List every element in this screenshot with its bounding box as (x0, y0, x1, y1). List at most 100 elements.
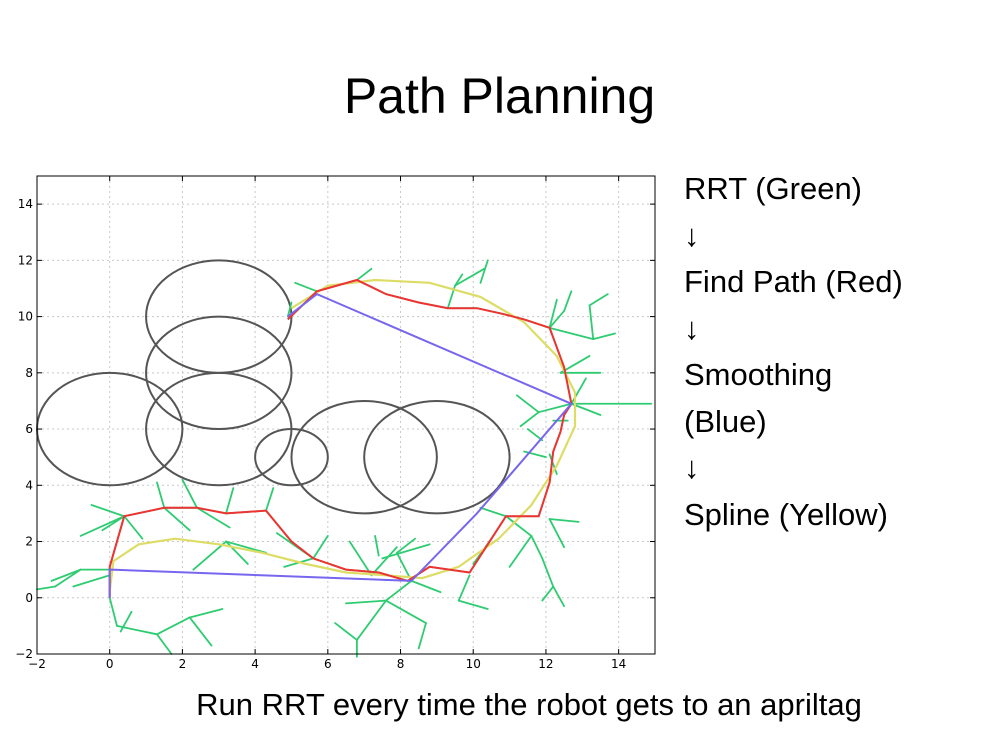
rrt-edge (548, 518, 566, 549)
rrt-edge (592, 332, 616, 340)
rrt-edge (36, 585, 57, 591)
step-spline-label: Spline (Yellow) (684, 496, 888, 532)
rrt-edge (356, 599, 387, 641)
y-tick-label: 4 (25, 478, 33, 492)
rrt-edge (588, 293, 609, 307)
step-find-path-label: Find Path (Red) (684, 264, 903, 299)
rrt-edge (79, 515, 126, 537)
rrt-edge (530, 535, 544, 560)
arrow-down-icon: ↓ (684, 217, 700, 253)
rrt-edge (225, 540, 267, 554)
smoothed-path (108, 292, 574, 598)
x-tick-label: −2 (28, 657, 46, 671)
rrt-edge (196, 506, 231, 529)
rrt-edge (395, 537, 416, 554)
x-tick-label: 6 (324, 657, 332, 671)
rrt-edge (537, 402, 573, 414)
rrt-edge (181, 478, 198, 509)
rrt-edge (548, 518, 580, 523)
obstacles (36, 259, 511, 515)
rrt-edge (519, 411, 540, 428)
y-tick-label: 0 (25, 591, 33, 605)
rrt-edge (294, 281, 318, 293)
rrt-edge (72, 574, 111, 588)
rrt-edge (457, 599, 489, 610)
rrt-edge (54, 568, 82, 588)
rrt-edge (370, 546, 398, 577)
x-tick-label: 2 (179, 657, 187, 671)
y-tick-label: 6 (25, 422, 33, 436)
x-tick-label: 12 (538, 657, 553, 671)
arrow-down-icon: ↓ (684, 310, 700, 346)
rrt-edge (479, 506, 507, 518)
rrt-edge (385, 579, 413, 602)
rrt-edge (548, 453, 558, 475)
rrt-edge (50, 568, 82, 582)
y-tick-label: 8 (25, 366, 33, 380)
rrt-edge (334, 622, 358, 641)
step-rrt-label: RRT (Green) (684, 171, 863, 206)
rrt-edge (588, 304, 595, 340)
rrt-edge (188, 608, 224, 619)
rrt-edge (225, 540, 249, 565)
rrt-edge (192, 540, 227, 571)
rrt-edge (570, 402, 602, 416)
rrt-edge (119, 610, 133, 633)
smoothed-path-line (108, 292, 574, 598)
rrt-edge (541, 585, 555, 602)
rrt-edge (123, 515, 144, 540)
rrt-edge (286, 301, 293, 318)
rrt-edge (108, 596, 118, 627)
rrt-edge (188, 616, 213, 647)
x-tick-label: 10 (466, 657, 481, 671)
rrt-edge (454, 273, 464, 287)
rrt-edge (356, 267, 373, 281)
y-tick-label: 12 (18, 253, 33, 267)
slide-caption: Run RRT every time the robot gets to an … (196, 687, 862, 722)
rrt-edge (225, 487, 235, 515)
rrt-edge (570, 377, 587, 405)
rrt-edge (552, 585, 566, 608)
rrt-edge (454, 267, 486, 287)
obstacle-circle (254, 428, 329, 487)
rrt-edge (457, 574, 471, 602)
rrt-edge (312, 535, 329, 560)
rrt-edge (156, 633, 173, 655)
rrt-edge (348, 540, 373, 577)
rrt-edge (479, 259, 489, 284)
plot-border (36, 175, 656, 655)
spline-path (108, 278, 577, 593)
x-tick-label: 4 (251, 657, 259, 671)
rrt-edge (563, 290, 573, 312)
obstacle-circle (145, 315, 293, 431)
rrt-edge (417, 622, 427, 650)
rrt-edge (156, 481, 166, 509)
rrt-edge (163, 506, 191, 532)
found-path-line (108, 278, 573, 598)
rrt-edge (381, 543, 431, 560)
rrt-edge (101, 515, 126, 532)
obstacle-circle (290, 399, 438, 515)
y-tick-label: 2 (25, 535, 33, 549)
plot-frame (36, 175, 656, 655)
rrt-edge (345, 599, 387, 605)
rrt-edge (548, 310, 566, 329)
rrt-edge (265, 487, 275, 512)
rrt-edge (374, 535, 380, 557)
found-path (108, 278, 573, 598)
x-tick-label: 8 (397, 657, 405, 671)
rrt-edge (508, 535, 533, 568)
rrt-edge (526, 428, 544, 442)
rrt-edge (515, 394, 540, 414)
rrt-edge (548, 326, 595, 340)
arrow-down-icon: ↓ (684, 450, 700, 485)
step-smoothing-sublabel: (Blue) (684, 403, 767, 439)
rrt-edge (541, 557, 555, 588)
pipeline-steps: RRT (Green) ↓ Find Path (Red) ↓ Smoothin… (684, 166, 903, 538)
y-tick-label: 10 (18, 310, 33, 324)
rrt-edge (523, 450, 547, 459)
step-smoothing-label: Smoothing (684, 357, 833, 392)
spline-curve (108, 278, 577, 593)
